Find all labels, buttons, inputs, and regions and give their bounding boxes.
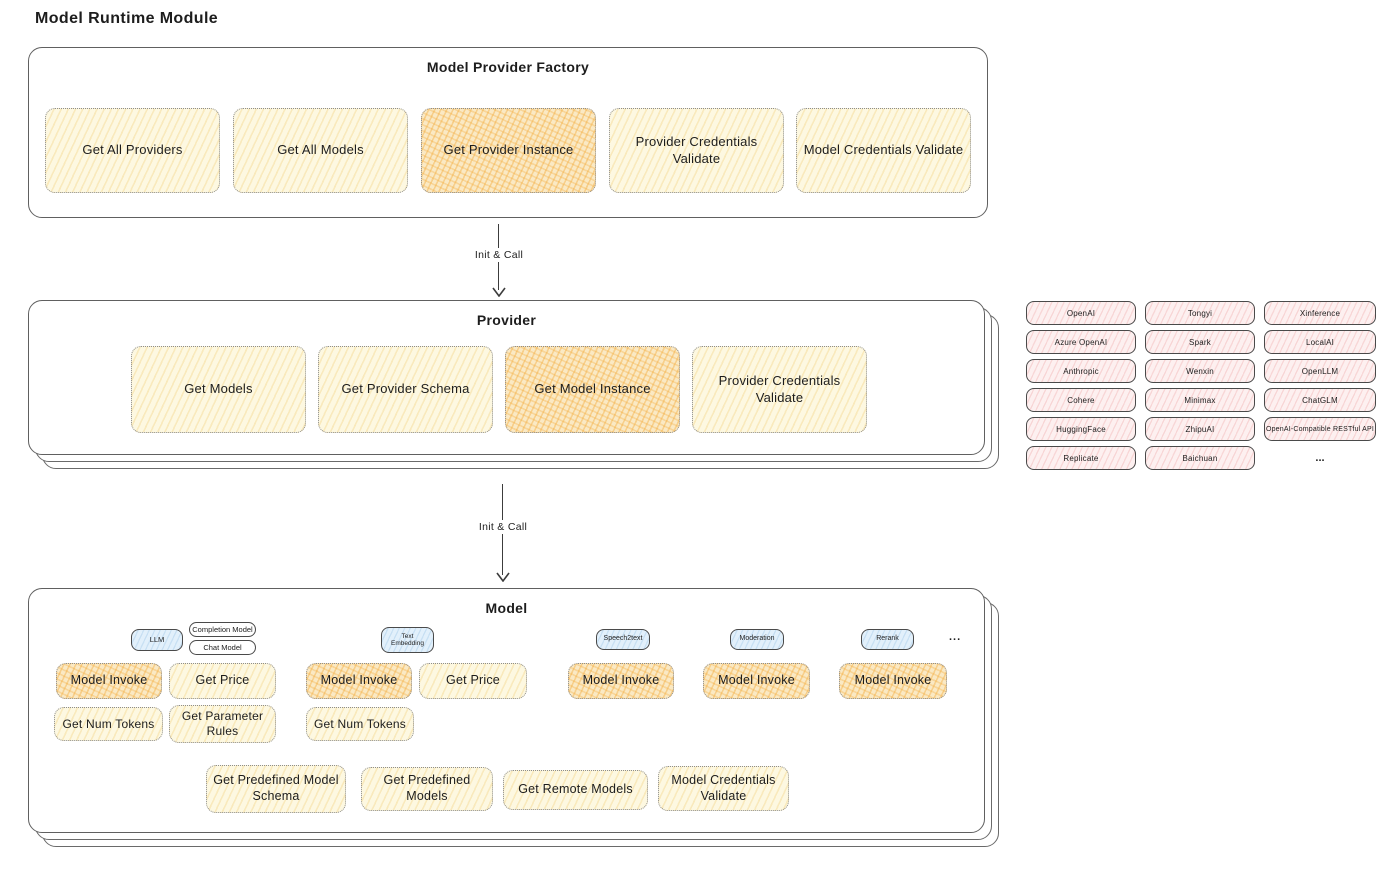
moderation-model-invoke: Model Invoke: [703, 663, 810, 699]
provider-chip-minimax: Minimax: [1145, 388, 1255, 412]
provider-chip-wenxin: Wenxin: [1145, 359, 1255, 383]
embedding-model-invoke: Model Invoke: [306, 663, 412, 699]
factory-provider-credentials-validate: Provider Credentials Validate: [609, 108, 784, 193]
model-box: Model LLM Completion Model Chat Model Te…: [28, 588, 985, 833]
factory-get-provider-instance: Get Provider Instance: [421, 108, 596, 193]
tab-speech2text: Speech2text: [596, 629, 650, 650]
provider-chip-openllm: OpenLLM: [1264, 359, 1376, 383]
provider-get-models: Get Models: [131, 346, 306, 433]
get-predefined-model-schema: Get Predefined Model Schema: [206, 765, 346, 813]
provider-get-provider-schema: Get Provider Schema: [318, 346, 493, 433]
arrow-label-init-call: Init & Call: [474, 520, 532, 534]
arrow-head-icon: [492, 287, 506, 297]
get-predefined-models: Get Predefined Models: [361, 767, 493, 811]
provider-chip-cohere: Cohere: [1026, 388, 1136, 412]
embedding-get-num-tokens: Get Num Tokens: [306, 707, 414, 741]
tab-chat-model: Chat Model: [189, 640, 256, 655]
get-remote-models: Get Remote Models: [503, 770, 648, 810]
factory-model-credentials-validate: Model Credentials Validate: [796, 108, 971, 193]
provider-chips-grid: OpenAI Tongyi Xinference Azure OpenAI Sp…: [1026, 301, 1376, 470]
provider-chip-spark: Spark: [1145, 330, 1255, 354]
llm-get-parameter-rules: Get Parameter Rules: [169, 705, 276, 743]
provider-chip-zhipuai: ZhipuAI: [1145, 417, 1255, 441]
provider-box: Provider Get Models Get Provider Schema …: [28, 300, 985, 455]
provider-box-title: Provider: [476, 312, 537, 328]
provider-chip-anthropic: Anthropic: [1026, 359, 1136, 383]
provider-chip-tongyi: Tongyi: [1145, 301, 1255, 325]
rerank-model-invoke: Model Invoke: [839, 663, 947, 699]
llm-get-num-tokens: Get Num Tokens: [54, 707, 163, 741]
provider-chip-huggingface: HuggingFace: [1026, 417, 1136, 441]
provider-chip-openai: OpenAI: [1026, 301, 1136, 325]
llm-model-invoke: Model Invoke: [56, 663, 162, 699]
tab-rerank: Rerank: [861, 629, 914, 650]
factory-box: Model Provider Factory Get All Providers…: [28, 47, 988, 218]
factory-box-title: Model Provider Factory: [426, 59, 590, 75]
tab-moderation: Moderation: [730, 629, 784, 650]
embedding-get-price: Get Price: [419, 663, 527, 699]
tab-completion-model: Completion Model: [189, 622, 256, 637]
llm-get-price: Get Price: [169, 663, 276, 699]
factory-get-all-providers: Get All Providers: [45, 108, 220, 193]
arrow-head-icon: [496, 572, 510, 582]
tab-llm: LLM: [131, 629, 183, 651]
provider-chip-replicate: Replicate: [1026, 446, 1136, 470]
model-tabs-more: ...: [949, 631, 962, 643]
tab-text-embedding: Text Embedding: [381, 627, 434, 653]
factory-get-all-models: Get All Models: [233, 108, 408, 193]
provider-chips-more: ...: [1315, 452, 1325, 464]
model-credentials-validate: Model Credentials Validate: [658, 766, 789, 811]
provider-chip-azure-openai: Azure OpenAI: [1026, 330, 1136, 354]
arrow-label-init-call: Init & Call: [470, 248, 528, 262]
model-box-title: Model: [485, 600, 528, 616]
provider-chip-xinference: Xinference: [1264, 301, 1376, 325]
provider-chip-baichuan: Baichuan: [1145, 446, 1255, 470]
provider-chip-localai: LocalAI: [1264, 330, 1376, 354]
speech2text-model-invoke: Model Invoke: [568, 663, 674, 699]
provider-get-model-instance: Get Model Instance: [505, 346, 680, 433]
provider-chip-openai-compatible: OpenAI-Compatible RESTful API: [1264, 417, 1376, 441]
page-title: Model Runtime Module: [35, 10, 219, 27]
provider-provider-credentials-validate: Provider Credentials Validate: [692, 346, 867, 433]
provider-chip-chatglm: ChatGLM: [1264, 388, 1376, 412]
